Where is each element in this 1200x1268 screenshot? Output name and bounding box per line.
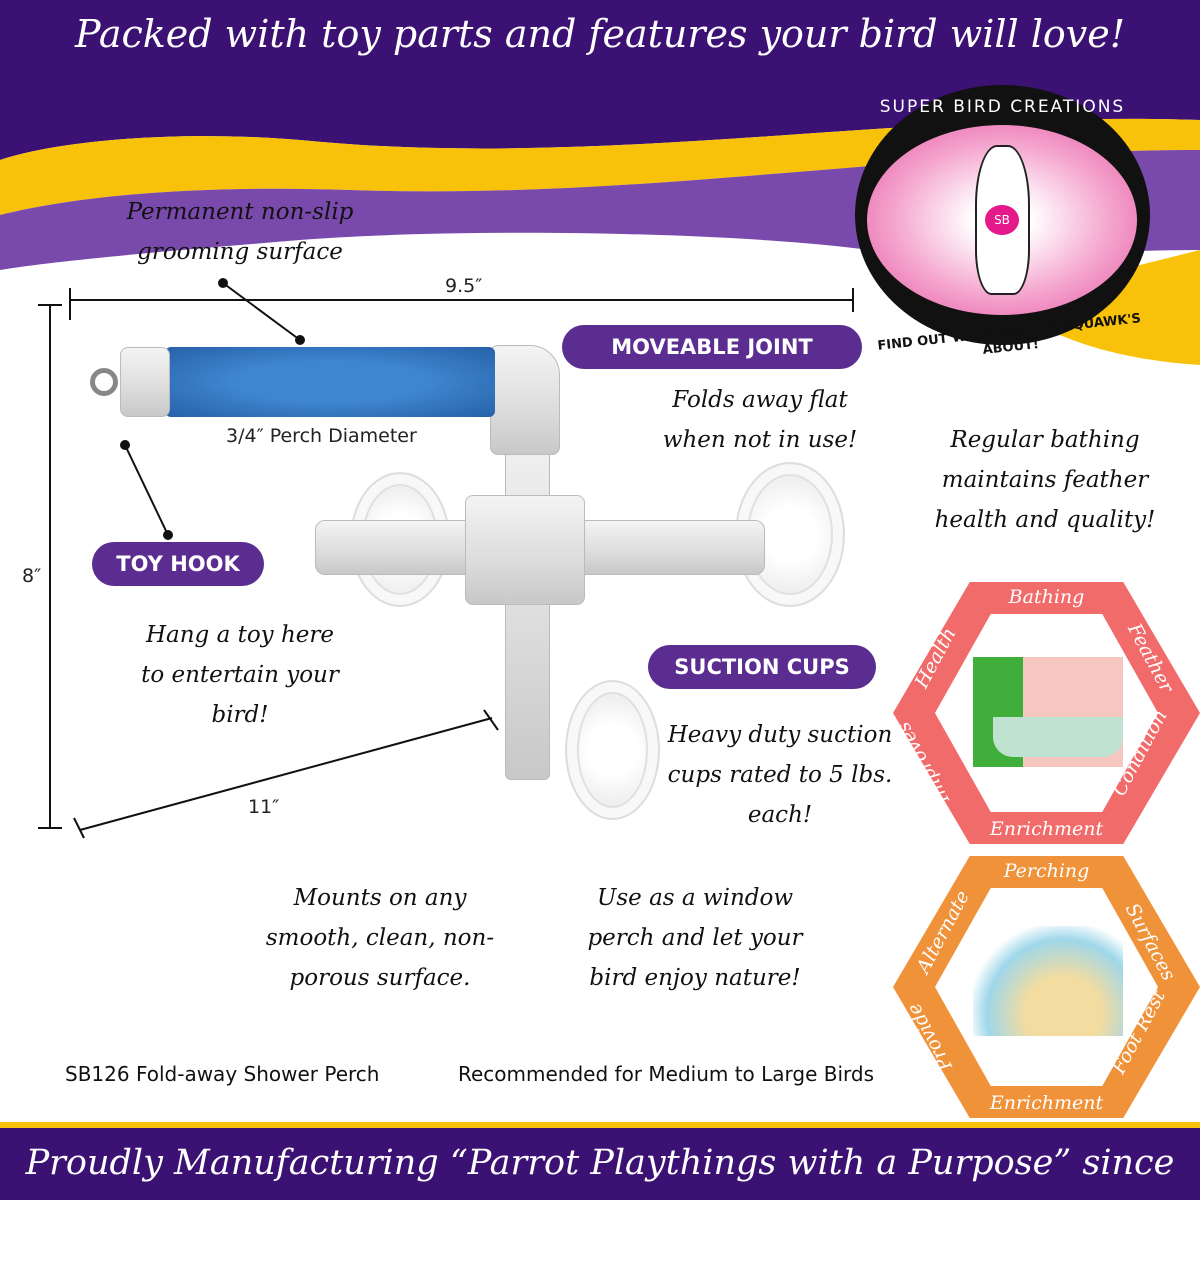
moveable-joint-label: MOVEABLE JOINT xyxy=(562,325,862,369)
depth-dimension: 11″ xyxy=(248,796,280,818)
grooming-surface xyxy=(165,347,495,417)
badge-text: Enrichment xyxy=(989,1092,1104,1114)
shower-perch-product xyxy=(90,345,845,820)
footer-stripe xyxy=(0,1122,1200,1128)
footer-banner: Proudly Manufacturing “Parrot Playthings… xyxy=(0,1128,1200,1253)
grooming-callout: Permanent non-slip grooming surface xyxy=(126,199,354,265)
toy-hook-ring xyxy=(90,368,118,396)
toy-hook-label: TOY HOOK xyxy=(92,542,264,586)
footer-text: Proudly Manufacturing “Parrot Playthings… xyxy=(25,1143,1175,1253)
perch-diameter: 3/4″ Perch Diameter xyxy=(226,425,417,447)
beach-parrot-illustration xyxy=(973,926,1123,1036)
badge-text: Enrichment xyxy=(989,818,1104,840)
product-name: SB126 Fold-away Shower Perch xyxy=(65,1062,380,1086)
hook-callout: Hang a toy here to entertain your bird! xyxy=(141,622,339,728)
bathing-badge: Bathing Enrichment Health Improves Feath… xyxy=(893,582,1200,844)
logo-badge: SB xyxy=(985,205,1019,235)
window-callout: Use as a window perch and let your bird … xyxy=(587,885,803,991)
width-dimension: 9.5″ xyxy=(445,275,483,297)
bathing-callout: Regular bathing maintains feather health… xyxy=(934,427,1156,533)
joint-callout: Folds away flat when not in use! xyxy=(662,387,858,453)
badge-text: Bathing xyxy=(1008,586,1085,608)
perching-badge: Perching Enrichment Alternate Provide Su… xyxy=(893,856,1200,1118)
suction-cups-label: SUCTION CUPS xyxy=(648,645,876,689)
badge-text: Perching xyxy=(1003,860,1090,882)
brand-logo: SUPER BIRD CREATIONS SB xyxy=(855,85,1150,345)
mounts-callout: Mounts on any smooth, clean, non-porous … xyxy=(265,885,495,991)
dimension-lines xyxy=(38,278,854,839)
suction-callout: Heavy duty suction cups rated to 5 lbs. … xyxy=(667,722,893,828)
recommended-text: Recommended for Medium to Large Birds xyxy=(458,1062,875,1086)
header-title: Packed with toy parts and features your … xyxy=(74,12,1126,56)
suction-cup xyxy=(565,680,660,820)
badge-text: Improves xyxy=(892,718,954,808)
bathtub-illustration xyxy=(973,657,1123,767)
height-dimension: 8″ xyxy=(22,565,42,587)
logo-brand-text: SUPER BIRD CREATIONS xyxy=(879,97,1126,117)
